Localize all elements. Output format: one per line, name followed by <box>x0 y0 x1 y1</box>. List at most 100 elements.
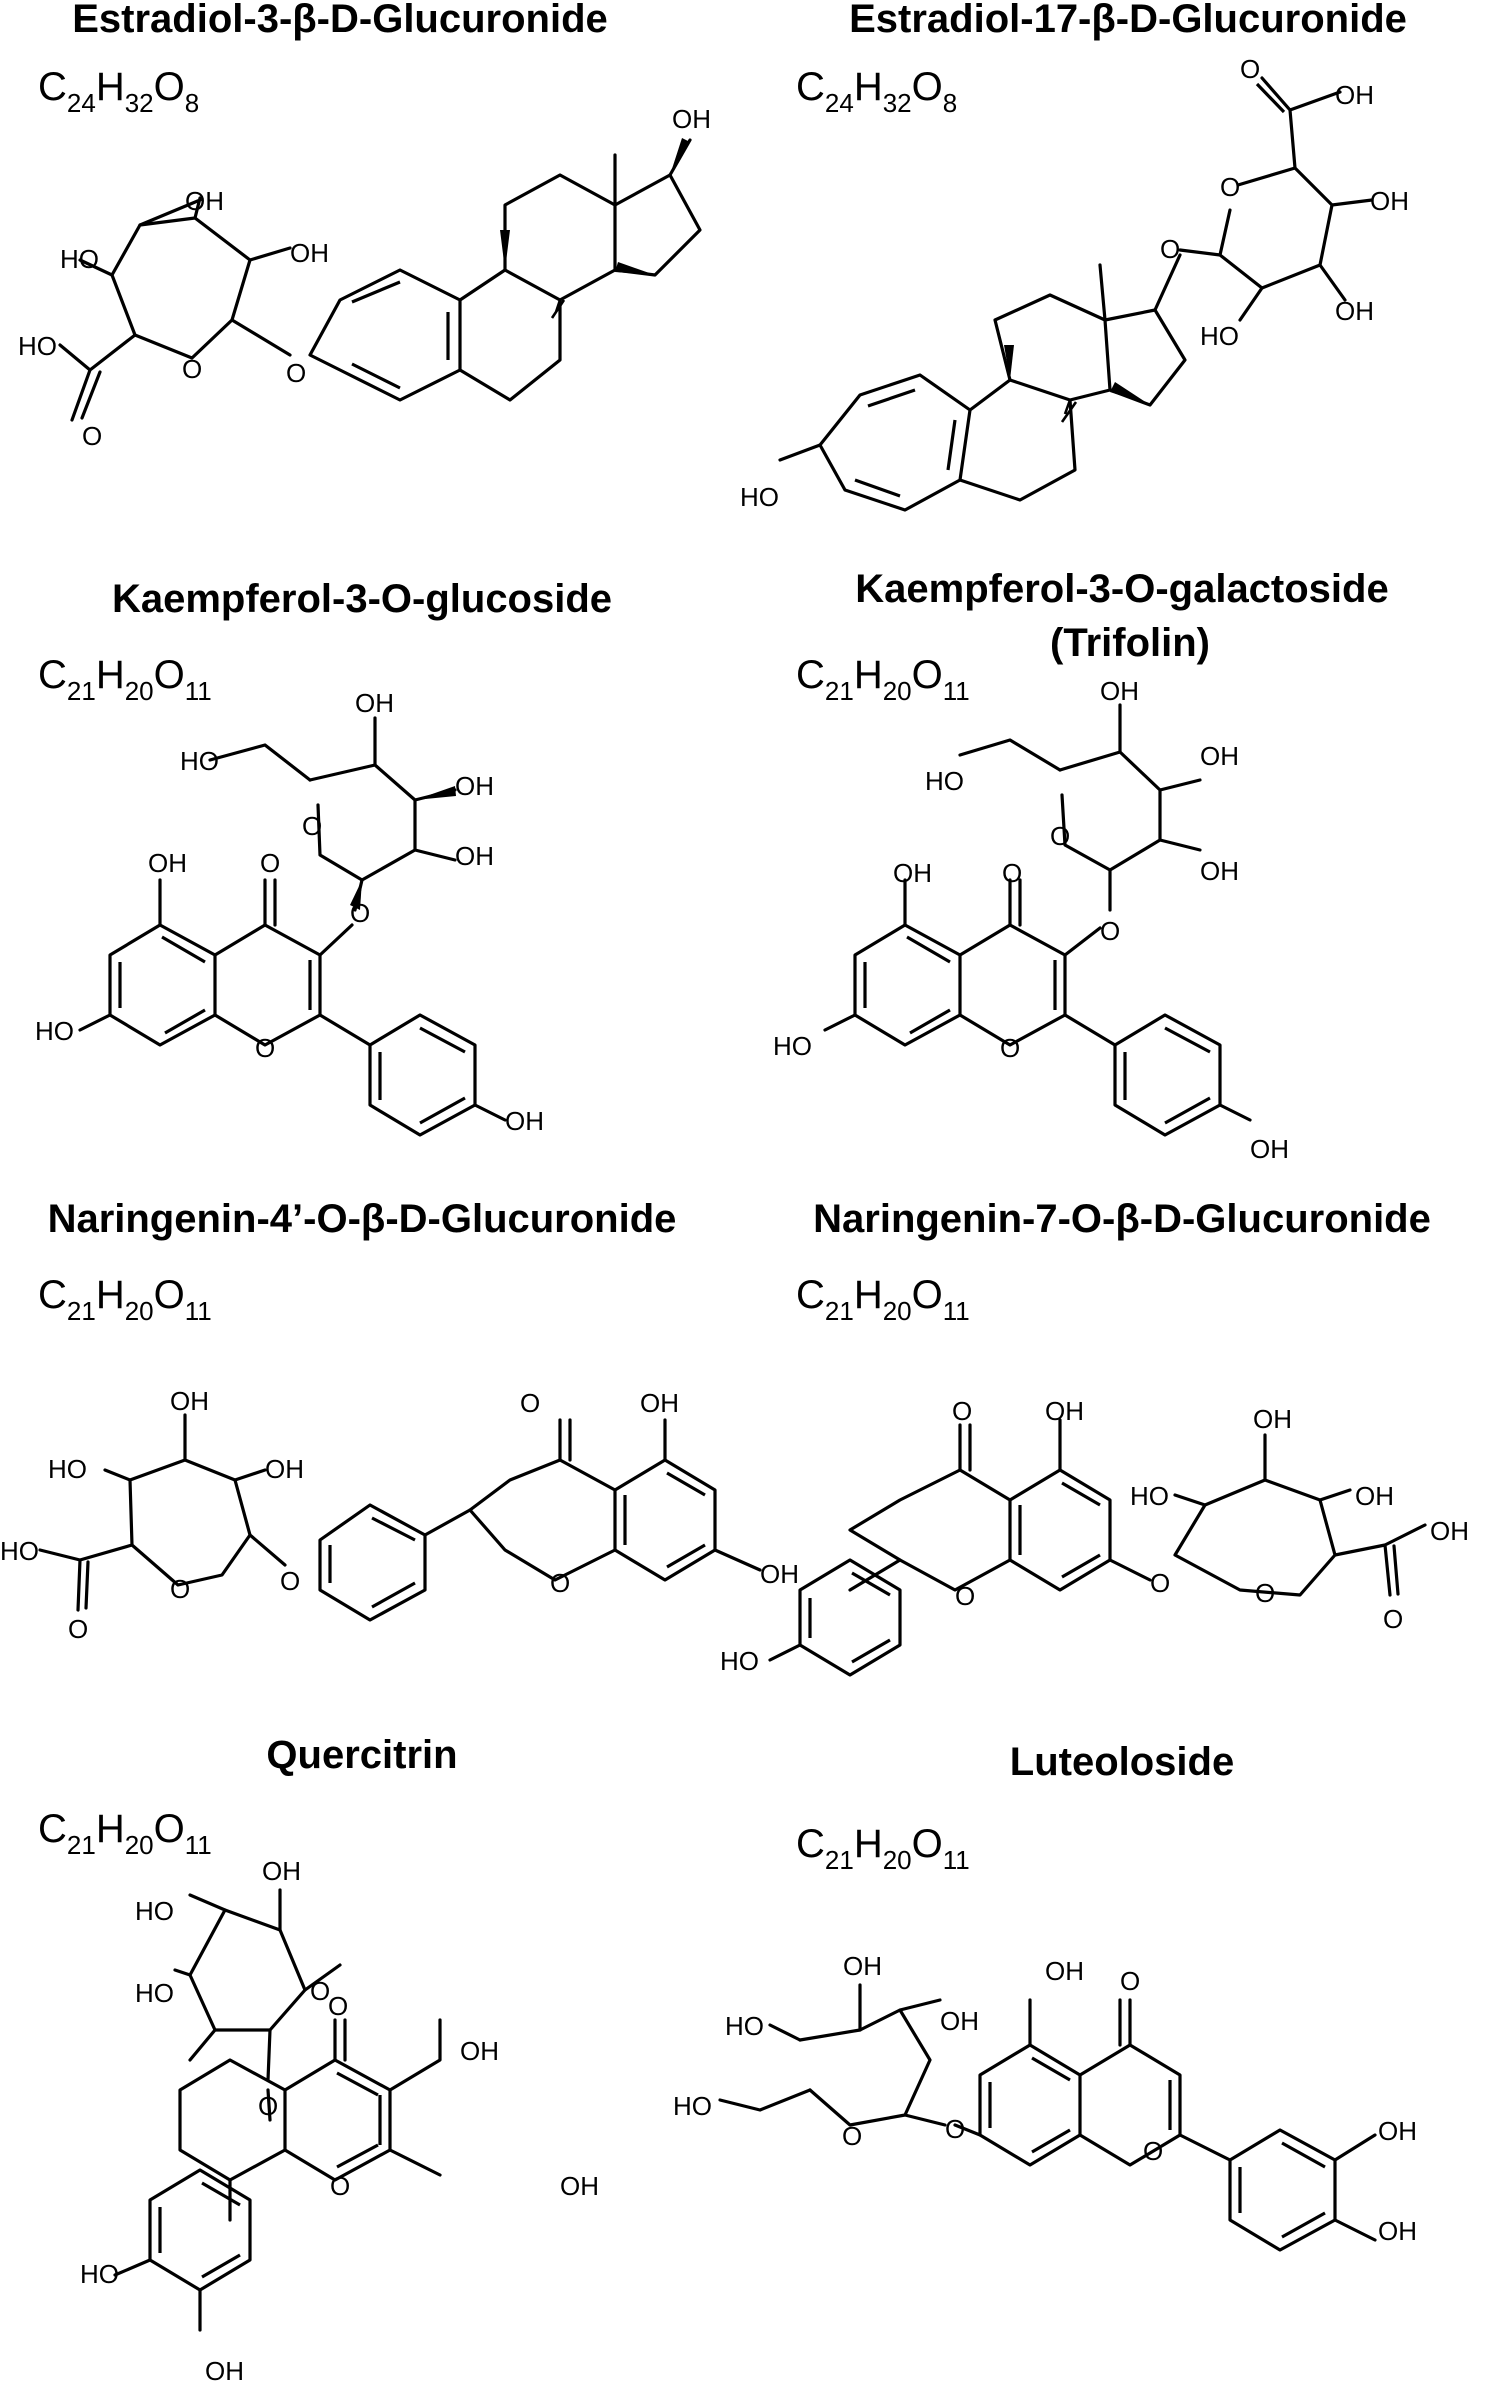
molecular-formula: C21H20O11 <box>38 1273 212 1326</box>
compound-title: Kaempferol-3-O-galactoside <box>855 567 1388 611</box>
atom-label: O <box>1255 1578 1275 1608</box>
compound-title: Luteoloside <box>1010 1740 1234 1784</box>
atom-label: OH <box>940 2006 979 2036</box>
atom-label: O <box>258 2091 278 2121</box>
atom-label: OH <box>1378 2216 1417 2246</box>
structure-drawing <box>823 703 1252 1137</box>
compound-title: Estradiol-17-β-D-Glucuronide <box>849 0 1407 41</box>
atom-label: OH <box>760 1559 799 1589</box>
atom-label: O <box>182 354 202 384</box>
atom-label: OH <box>460 2036 499 2066</box>
compound-panel: Naringenin-7-O-β-D-Glucuronide C21H20O11… <box>720 1197 1469 1677</box>
atom-label: HO <box>773 1031 812 1061</box>
atom-label: HO <box>725 2011 764 2041</box>
atom-label: O <box>842 2121 862 2151</box>
atom-label: O <box>328 1991 348 2021</box>
atom-label: O <box>955 1581 975 1611</box>
compound-title: Quercitrin <box>266 1733 457 1777</box>
atom-label: HO <box>48 1454 87 1484</box>
atom-label: OH <box>185 186 224 216</box>
atom-labels: O OH O OH O HO OH HO <box>740 54 1409 512</box>
atom-label: OH <box>1100 676 1139 706</box>
atom-labels: O OH OH HO OH O O O OH O HO <box>720 1396 1469 1676</box>
atom-label: HO <box>80 2259 119 2289</box>
structure-drawing <box>718 1983 1377 2252</box>
atom-label: OH <box>672 104 711 134</box>
structure-drawing <box>78 716 507 1137</box>
atom-label: O <box>310 1976 330 2006</box>
atom-label: OH <box>843 1951 882 1981</box>
molecular-formula: C21H20O11 <box>38 1807 212 1860</box>
atom-label: OH <box>1430 1516 1469 1546</box>
atom-label: O <box>550 1568 570 1598</box>
structure-drawing <box>778 76 1374 512</box>
atom-label: HO <box>18 331 57 361</box>
atom-label: HO <box>720 1646 759 1676</box>
compound-panel: Luteoloside C21H20O11 OH OH HO OH O HO O… <box>673 1740 1417 2252</box>
atom-label: O <box>1100 916 1120 946</box>
atom-label: O <box>286 358 306 388</box>
molecular-formula: C24H32O8 <box>796 65 957 118</box>
compound-subtitle: (Trifolin) <box>1050 621 1210 665</box>
atom-label: O <box>1120 1966 1140 1996</box>
atom-label: HO <box>0 1536 39 1566</box>
atom-label: O <box>280 1566 300 1596</box>
compound-title: Kaempferol-3-O-glucoside <box>112 577 612 621</box>
atom-label: OH <box>640 1388 679 1418</box>
atom-label: O <box>1002 858 1022 888</box>
atom-label: OH <box>1378 2116 1417 2146</box>
molecular-formula: C21H20O11 <box>796 1822 970 1875</box>
compound-panel: Estradiol-17-β-D-Glucuronide C24H32O8 O … <box>740 0 1409 512</box>
atom-label: OH <box>1045 1956 1084 1986</box>
atom-label: OH <box>455 771 494 801</box>
atom-label: O <box>1143 2136 1163 2166</box>
molecular-formula: C21H20O11 <box>38 653 212 706</box>
atom-label: OH <box>1250 1134 1289 1164</box>
atom-label: O <box>952 1396 972 1426</box>
compound-panel: Estradiol-3-β-D-Glucuronide C24H32O8 <box>18 0 711 451</box>
atom-label: OH <box>205 2356 244 2386</box>
atom-label: O <box>68 1614 88 1644</box>
atom-label: OH <box>1200 856 1239 886</box>
atom-label: O <box>1220 172 1240 202</box>
compound-title: Estradiol-3-β-D-Glucuronide <box>72 0 608 41</box>
atom-label: HO <box>1200 321 1239 351</box>
compound-panel: Naringenin-4’-O-β-D-Glucuronide C21H20O1… <box>0 1197 799 1644</box>
molecular-formula: C24H32O8 <box>38 65 199 118</box>
atom-label: HO <box>60 244 99 274</box>
atom-label: OH <box>455 841 494 871</box>
molecular-formula: C21H20O11 <box>796 653 970 706</box>
compound-title: Naringenin-4’-O-β-D-Glucuronide <box>48 1197 677 1241</box>
atom-labels: OH OH HO OH O HO O O O OH OH <box>673 1951 1417 2246</box>
atom-label: O <box>1240 54 1260 84</box>
compound-panel: Quercitrin C21H20O11 OH HO HO O O OH O O… <box>38 1733 599 2386</box>
atom-labels: OH OH HO O OH O OH O HO O OH <box>773 676 1289 1164</box>
atom-label: O <box>82 421 102 451</box>
compound-panel: Kaempferol-3-O-galactoside (Trifolin) C2… <box>773 567 1389 1164</box>
atom-label: O <box>255 1033 275 1063</box>
atom-labels: OH HO OH HO O O O OH <box>18 104 711 451</box>
atom-label: OH <box>170 1386 209 1416</box>
atom-label: OH <box>505 1106 544 1136</box>
structure-drawing <box>38 1413 762 1622</box>
atom-label: O <box>520 1388 540 1418</box>
atom-label: OH <box>1335 80 1374 110</box>
atom-label: OH <box>1045 1396 1084 1426</box>
atom-label: HO <box>1130 1481 1169 1511</box>
structure-drawing <box>768 1418 1427 1677</box>
atom-label: O <box>1000 1033 1020 1063</box>
atom-label: OH <box>148 848 187 878</box>
atom-label: HO <box>135 1978 174 2008</box>
atom-label: OH <box>893 858 932 888</box>
atom-labels: OH HO HO O O OH O O OH HO OH <box>80 1856 599 2386</box>
atom-label: HO <box>925 766 964 796</box>
compound-panel: Kaempferol-3-O-glucoside C21H20O11 OH OH <box>35 577 612 1137</box>
atom-label: HO <box>673 2091 712 2121</box>
atom-label: OH <box>290 238 329 268</box>
atom-labels: O OH OH HO OH HO O O O O OH <box>0 1386 799 1644</box>
atom-label: OH <box>560 2171 599 2201</box>
atom-label: O <box>330 2171 350 2201</box>
atom-labels: OH OH HO O OH O OH O HO O OH <box>35 688 544 1136</box>
atom-label: OH <box>355 688 394 718</box>
atom-label: OH <box>1253 1404 1292 1434</box>
